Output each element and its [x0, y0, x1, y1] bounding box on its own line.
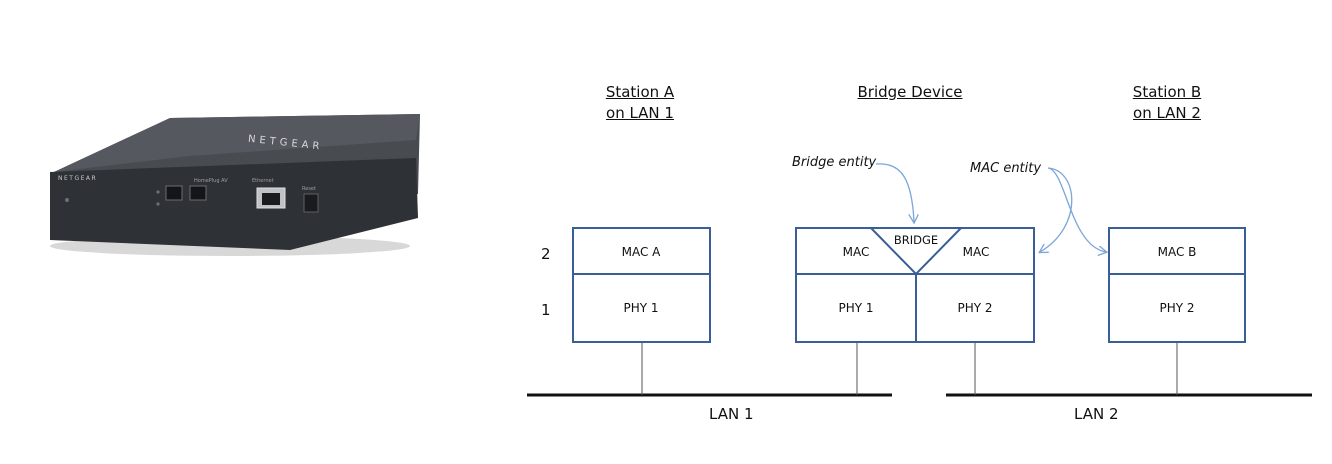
- svg-text:HomePlug AV: HomePlug AV: [194, 178, 228, 184]
- lan-2-label: LAN 2: [1074, 405, 1119, 423]
- bridge-entity-triangle: [870, 227, 962, 276]
- brand-logo-front: NETGEAR: [58, 175, 97, 182]
- svg-text:Reset: Reset: [302, 186, 316, 192]
- station-b-stack: MAC B PHY 2: [1108, 227, 1246, 343]
- led-indicator: [65, 198, 69, 202]
- bridge-entity-annotation: Bridge entity: [792, 155, 877, 170]
- layer-1-label: 1: [541, 301, 551, 319]
- station-a-mac-label: MAC A: [622, 245, 662, 259]
- lan-1-label: LAN 1: [709, 405, 754, 423]
- reset-button: [303, 193, 319, 213]
- station-a-title-line1: Station A: [605, 83, 675, 101]
- station-a-phy-label: PHY 1: [623, 301, 658, 315]
- port-middle: [189, 185, 207, 201]
- station-b-title-line1: Station B: [1132, 83, 1202, 101]
- bridge-stack: MAC BRIDGE MAC PHY 1 PHY 2: [795, 227, 1035, 343]
- layer-2-label: 2: [541, 245, 551, 263]
- mac-entity-arrow-right: [1047, 167, 1106, 252]
- station-a-stack: MAC A PHY 1: [572, 227, 711, 343]
- device-photo: NETGEAR NETGEAR HomePlug AV Ethernet Res…: [50, 114, 420, 256]
- station-b-title-line2: on LAN 2: [1133, 104, 1201, 122]
- bridge-entity-arrow: [875, 163, 914, 222]
- mac-entity-annotation: MAC entity: [970, 161, 1042, 176]
- station-b-title: Station B on LAN 2: [1102, 82, 1232, 124]
- led-indicator: [156, 190, 160, 194]
- port-left: [165, 185, 183, 201]
- station-a-title: Station A on LAN 1: [575, 82, 705, 124]
- bridge-mac-right-label: MAC: [963, 245, 990, 259]
- bridge-mac-left-label: MAC: [843, 245, 870, 259]
- station-b-mac-label: MAC B: [1158, 245, 1197, 259]
- svg-text:Ethernet: Ethernet: [252, 178, 274, 184]
- device-front-panel: [50, 158, 418, 250]
- station-a-title-line2: on LAN 1: [606, 104, 674, 122]
- mac-entity-arrow-left: [1040, 167, 1073, 252]
- bridge-phy-right-label: PHY 2: [957, 301, 992, 315]
- bridge-phy-left-label: PHY 1: [838, 301, 873, 315]
- led-indicator: [156, 202, 160, 206]
- bridge-label: BRIDGE: [894, 233, 938, 247]
- station-b-phy-label: PHY 2: [1159, 301, 1194, 315]
- bridge-device-title: Bridge Device: [857, 83, 963, 101]
